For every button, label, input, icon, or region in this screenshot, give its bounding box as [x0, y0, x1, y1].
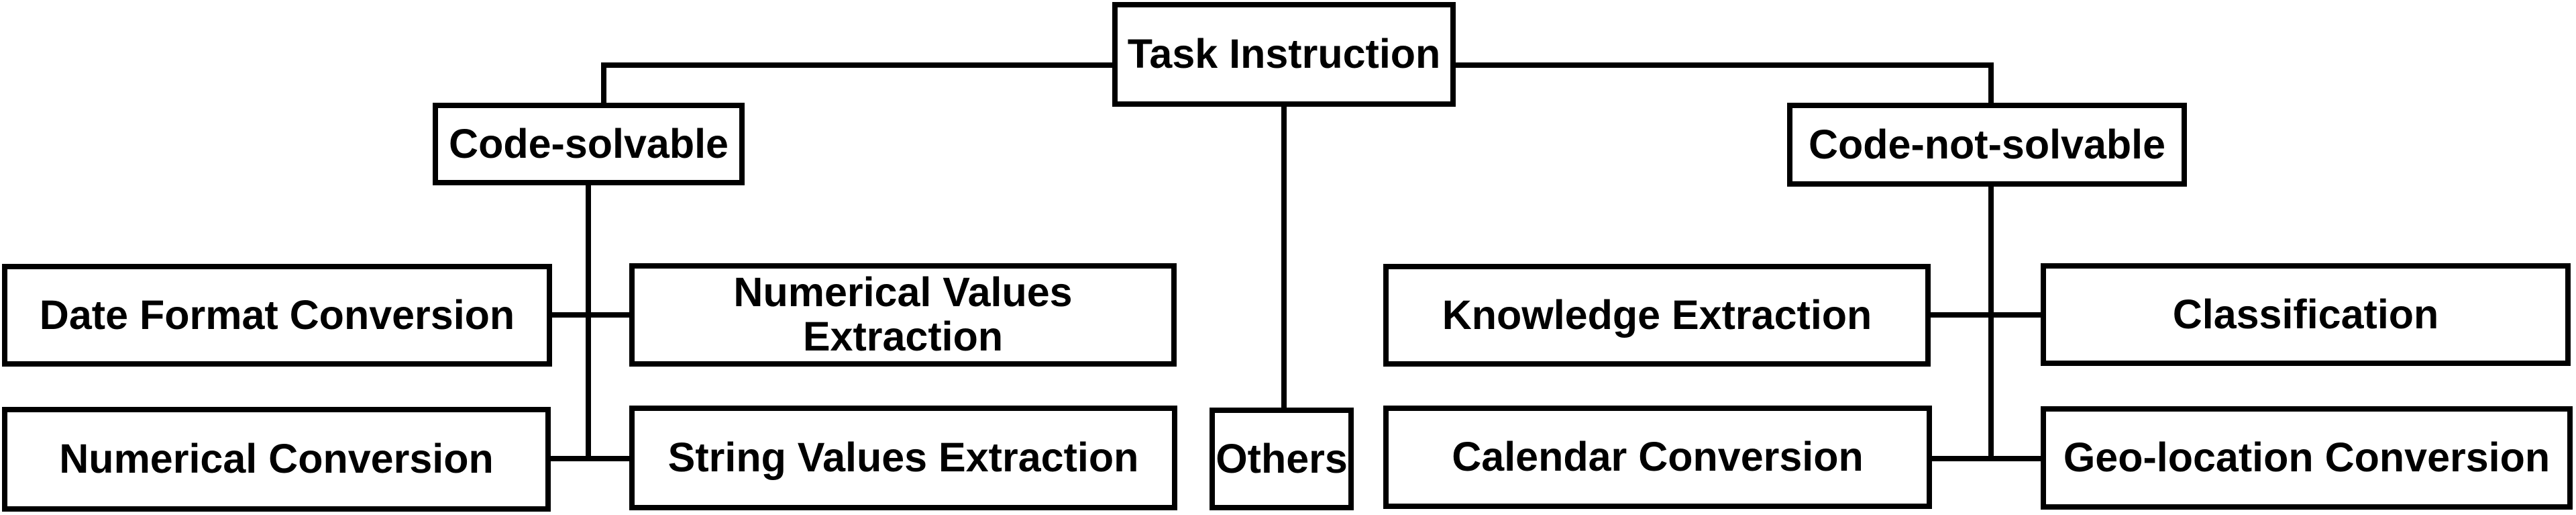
node-calendar-conversion: Calendar Conversion	[1383, 406, 1932, 509]
edge-right-row2-connector	[1930, 456, 2043, 461]
node-numerical-values-extraction: Numerical Values Extraction	[629, 263, 1177, 367]
edge-right-row1-connector	[1929, 312, 2043, 318]
edge-root-to-code-not-solvable-vertical	[1988, 62, 1994, 105]
edge-root-to-code-solvable-vertical	[601, 62, 606, 105]
node-string-values-extraction: String Values Extraction	[629, 406, 1177, 510]
edge-left-row2-connector	[549, 456, 632, 461]
node-code-solvable: Code-solvable	[433, 103, 745, 185]
node-geo-location-conversion: Geo-location Conversion	[2041, 406, 2573, 510]
node-classification: Classification	[2041, 263, 2571, 366]
edge-root-to-code-not-solvable-horizontal	[1456, 62, 1994, 68]
node-others: Others	[1210, 408, 1354, 510]
edge-code-solvable-trunk	[586, 183, 591, 461]
node-knowledge-extraction: Knowledge Extraction	[1383, 264, 1931, 367]
node-date-format-conversion: Date Format Conversion	[2, 264, 552, 367]
edge-code-not-solvable-trunk	[1988, 184, 1994, 461]
edge-root-to-others-vertical	[1281, 104, 1287, 410]
node-numerical-conversion: Numerical Conversion	[2, 407, 551, 512]
edge-left-row1-connector	[550, 312, 632, 318]
node-task-instruction: Task Instruction	[1112, 2, 1456, 107]
edge-root-to-code-solvable-horizontal	[601, 62, 1112, 68]
node-code-not-solvable: Code-not-solvable	[1787, 103, 2187, 187]
